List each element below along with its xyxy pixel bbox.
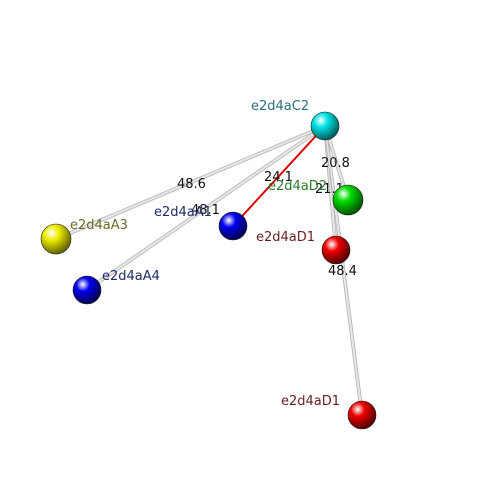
atom-A1	[218, 211, 248, 241]
atom-label-A4: e2d4aA4	[102, 269, 160, 284]
atom-label-D2: e2d4aD2	[268, 179, 327, 194]
distance-label-C2-A3: 48.6	[177, 177, 206, 192]
atom-D1b	[347, 400, 377, 430]
atom-label-D1a: e2d4aD1	[256, 230, 315, 245]
edge-layer	[55, 124, 364, 416]
edge-C2-A4	[85, 124, 327, 292]
atom-A3	[40, 223, 72, 255]
distance-label-C2-A1: 24.1	[264, 170, 293, 185]
distance-label-layer: 48.648.124.120.821.148.4	[177, 156, 357, 279]
atom-C2	[310, 111, 340, 141]
edge-C2-A3	[55, 124, 326, 241]
distance-label-C2-D1b: 48.4	[328, 264, 357, 279]
atom-label-A1: e2d4aA1	[154, 205, 212, 220]
edge-C2-A1	[232, 125, 326, 227]
distance-label-C2-D2: 20.8	[321, 156, 350, 171]
atom-D2	[332, 184, 364, 216]
edge-C2-D1b	[323, 125, 364, 416]
atom-label-layer: e2d4aC2 e2d4aD2 e2d4aD1 e2d4aD1 e2d4aA1 e2d4a…	[70, 99, 340, 409]
distance-label-C2-A4: 48.1	[191, 203, 220, 218]
atom-A4	[72, 275, 102, 305]
atom-D1a	[321, 235, 351, 265]
atom-label-D1b: e2d4aD1	[281, 394, 340, 409]
atom-label-A3: e2d4aA3	[70, 218, 128, 233]
atom-layer	[40, 111, 377, 430]
atom-label-C2: e2d4aC2	[251, 99, 309, 114]
